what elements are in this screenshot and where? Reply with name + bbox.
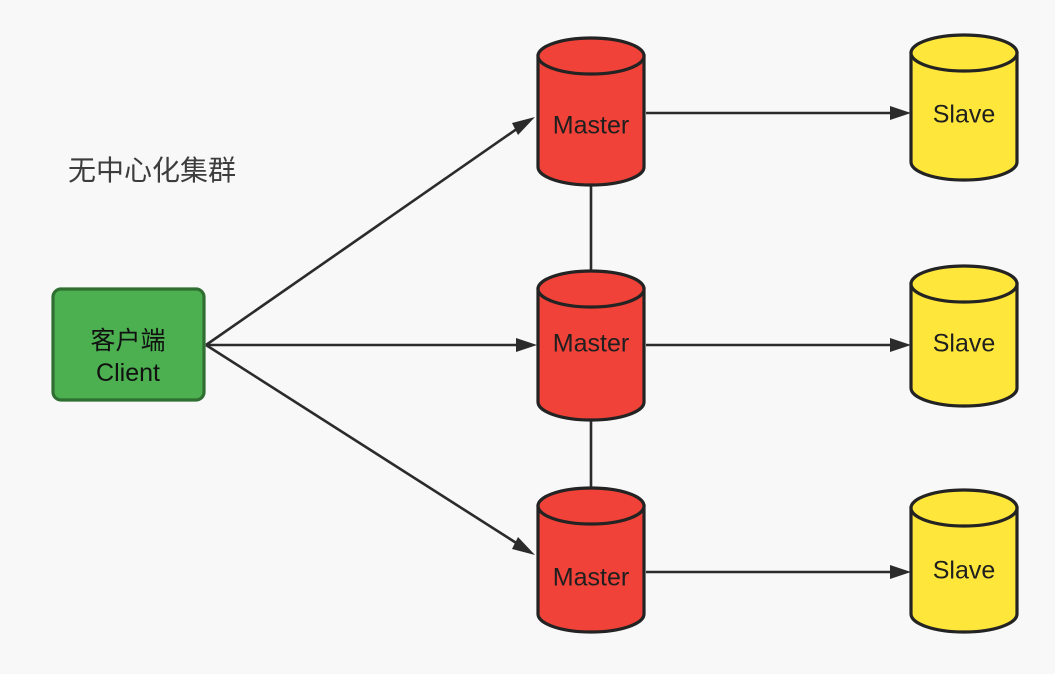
slave-2-body[interactable] — [909, 282, 1019, 408]
arrow-head-client-master-2 — [516, 338, 537, 352]
edge-client-to-master-2 — [206, 338, 537, 352]
master-1-body[interactable] — [536, 54, 646, 187]
master-node-3[interactable]: Master — [536, 486, 646, 634]
master-node-1[interactable]: Master — [536, 36, 646, 187]
master-1-top — [536, 36, 646, 76]
arrow-head-client-master-3 — [512, 537, 535, 555]
slave-1-top — [909, 33, 1019, 73]
arrow-head-client-master-1 — [512, 117, 535, 135]
client-box[interactable] — [51, 287, 206, 402]
slave-2-top — [909, 264, 1019, 304]
client-node[interactable]: 客户端 Client — [51, 287, 206, 402]
edge-master-2-to-slave-2 — [646, 338, 911, 352]
arrow-head-master-3-slave-3 — [890, 565, 911, 579]
master-2-top — [536, 269, 646, 309]
diagram-title: 无中心化集群 — [68, 155, 236, 186]
edge-master-3-to-slave-3 — [646, 565, 911, 579]
slave-node-1[interactable]: Slave — [909, 33, 1019, 182]
slave-node-2[interactable]: Slave — [909, 264, 1019, 408]
slave-3-body[interactable] — [909, 506, 1019, 634]
master-3-top — [536, 486, 646, 526]
arrow-head-master-1-slave-1 — [890, 106, 911, 120]
master-2-body[interactable] — [536, 287, 646, 422]
edge-master-1-to-slave-1 — [646, 106, 911, 120]
client-label-cn: 客户端 — [90, 327, 165, 355]
slave-node-3[interactable]: Slave — [909, 488, 1019, 634]
edge-client-to-master-1 — [205, 117, 535, 347]
slave-1-body[interactable] — [909, 51, 1019, 182]
master-3-body[interactable] — [536, 504, 646, 634]
slave-3-top — [909, 488, 1019, 528]
arrow-head-master-2-slave-2 — [890, 338, 911, 352]
edge-client-to-master-3 — [205, 343, 535, 555]
client-label-en: Client — [96, 359, 160, 387]
master-node-2[interactable]: Master — [536, 269, 646, 422]
